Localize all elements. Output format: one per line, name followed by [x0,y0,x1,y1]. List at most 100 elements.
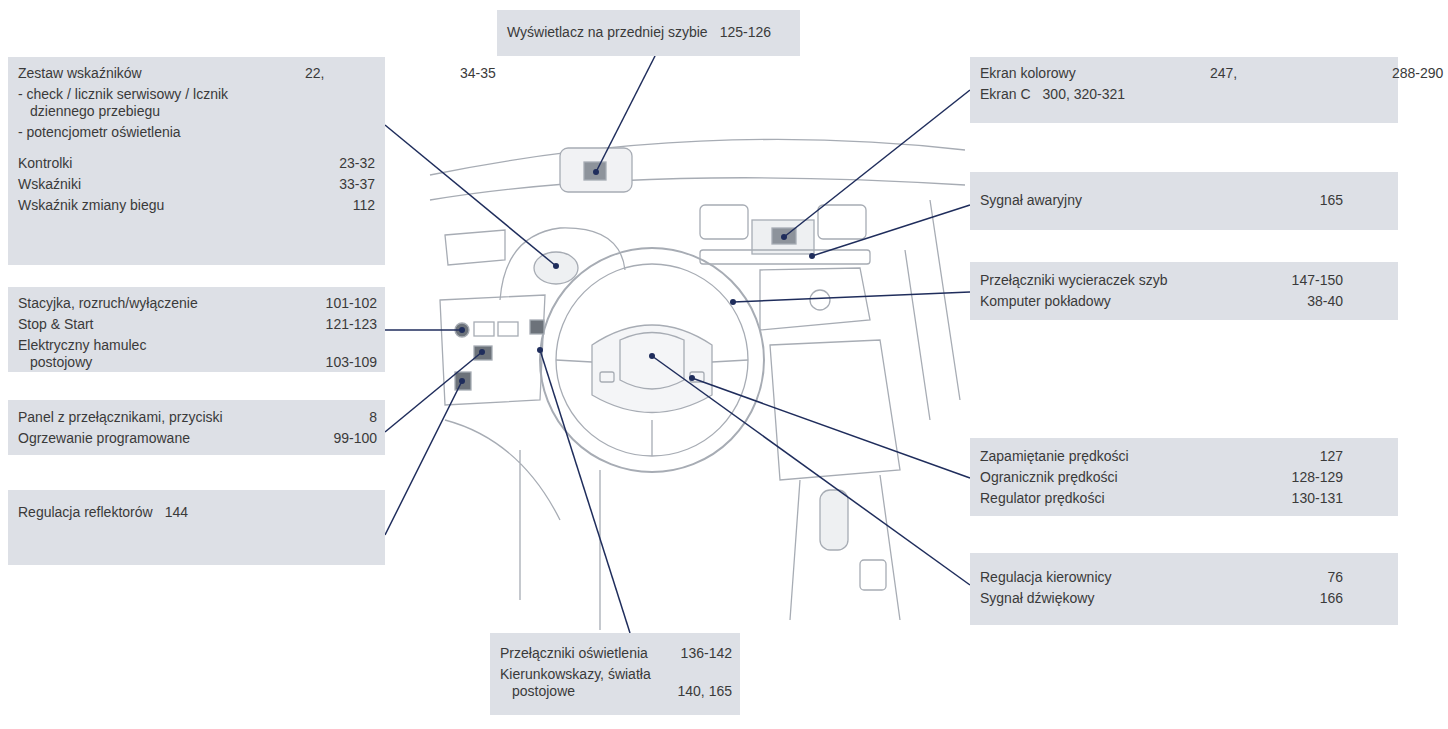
page-number: 99-100 [333,430,377,447]
callout-row: Ogranicznik prędkości 128-129 [980,469,1343,486]
callout-text: Ogranicznik prędkości [980,469,1118,486]
callout-text: - check / licznik serwisowy / lcznik dzi… [18,86,280,120]
left-vent [445,230,505,265]
callout-box: Regulacja kierownicy 76Sygnał dźwiękowy 16… [970,553,1398,625]
callout-row: Sygnał awaryjny 165 [980,192,1343,209]
tunnel [790,475,900,620]
leader-line [385,125,556,266]
callout-row: Kierunkowskazy, światła postojowe140, 16… [500,666,732,700]
callout-text: Elektryczny hamulec postojowy [18,337,180,371]
leader-lines [385,56,970,633]
page-number: 23-32 [339,155,375,172]
console [770,340,900,480]
callout-text: Kontrolki [18,155,72,172]
callout-box: Panel z przełącznikami, przyciski 8Ogrzew… [8,400,385,455]
leader-dot [781,234,787,240]
callout-text: Regulator prędkości [980,490,1105,507]
hud-unit [560,148,632,192]
leader-dot [730,299,736,305]
leader-dot [479,349,485,355]
wheel-hub [592,325,712,413]
callout-text: Sygnał awaryjny [980,192,1082,209]
callout-text: Przełączniki oświetlenia [500,645,648,662]
spokes [556,360,748,456]
callout-text: Regulacja kierownicy [980,569,1112,586]
callout-box: Zapamiętanie prędkości127Ogranicznik prę… [970,438,1398,516]
vent [818,205,866,239]
center-screen [752,220,814,254]
callout-text: - potencjometr oświetlenia [18,124,181,141]
dashboard-drawing [430,139,965,630]
callout-text: Komputer pokładowy [980,293,1111,310]
page-number: 112 [353,197,375,214]
callout-box: Przełączniki oświetlenia 136-142Kierunkow… [490,633,740,715]
page-number: 76 [1327,569,1343,586]
page-number: 130-131 [1292,490,1343,507]
callout-row: Ekran kolorowy [980,65,1343,82]
page-number: 144 [165,504,188,521]
callout-text: Regulacja reflektorów [18,504,153,521]
page-number: 8 [369,409,377,426]
parking-switch [860,560,886,590]
callout-text: Wskaźnik zmiany biegu [18,197,164,214]
leader-line [733,292,970,302]
callout-row: Ogrzewanie programowane 99-100 [18,430,377,447]
leader-dot [553,263,559,269]
callout-row: Stop & Start121-123 [18,316,377,333]
callout-text: Przełączniki wycieraczek szyb [980,272,1168,289]
switch [474,346,492,360]
dash-top [430,178,965,200]
gear-lever [820,490,848,550]
leader-line [784,90,970,237]
callout-row: Elektryczny hamulec postojowy 103-109 [18,337,377,371]
leader-line [692,378,970,478]
callout-row: Regulacja kierownicy 76 [980,569,1343,586]
page-number: 136-142 [681,645,732,662]
leader-line [540,350,630,633]
leader-line [385,381,462,535]
page-number: 147-150 [1292,272,1343,289]
callout-row: Stacyjka, rozruch/wyłączenie101-102 [18,295,377,312]
page-number: 34-35 [460,65,496,82]
switch [455,372,471,390]
callout-box: Zestaw wskaźników - check / licznik serwi… [8,57,385,265]
leader-line [652,356,970,585]
callout-text: Wyświetlacz na przedniej szybie [507,24,708,41]
hazard-strip [700,250,870,264]
cluster-hood [500,228,625,300]
page-number: 38-40 [1307,293,1343,310]
callout-text: Panel z przełącznikami, przyciski [18,409,223,426]
page-number: 166 [1320,590,1343,607]
callout-row: - check / licznik serwisowy / lcznik dzi… [18,86,375,120]
knob [810,290,830,310]
hud-screen [584,162,606,180]
callout-text: Ekran kolorowy [980,65,1076,82]
callout-text: Ogrzewanie programowane [18,430,190,447]
callout-text: Zestaw wskaźników [18,65,142,82]
callout-row: Panel z przełącznikami, przyciski 8 [18,409,377,426]
page-number: 103-109 [326,354,377,371]
leader-dot [459,378,465,384]
page-number: 127 [1320,448,1343,465]
page-number: 140, 165 [678,683,733,700]
callout-box: Regulacja reflektorów 144 [8,490,385,565]
callout-text: Wskaźniki [18,176,81,193]
page-number: 128-129 [1292,469,1343,486]
page-number: 165 [1320,192,1343,209]
page-number: 121-123 [326,316,377,333]
leader-line [385,329,462,331]
callout-row: Przełączniki oświetlenia 136-142 [500,645,732,662]
callout-row: Wyświetlacz na przedniej szybie 125-126 [507,24,790,41]
callout-text: Sygnał dźwiękowy [980,590,1094,607]
switch [474,322,494,336]
cluster [534,252,578,284]
steering-wheel-inner [556,264,748,456]
callout-row: Wskaźnik zmiany biegu 112 [18,197,375,214]
leader-line [385,352,482,432]
page-number: 125-126 [720,24,771,41]
callout-row: Kontrolki 23-32 [18,155,375,172]
callout-row: Regulator prędkości 130-131 [980,490,1343,507]
page-number: 22, [305,65,324,82]
page-number: 247, [1210,65,1237,82]
